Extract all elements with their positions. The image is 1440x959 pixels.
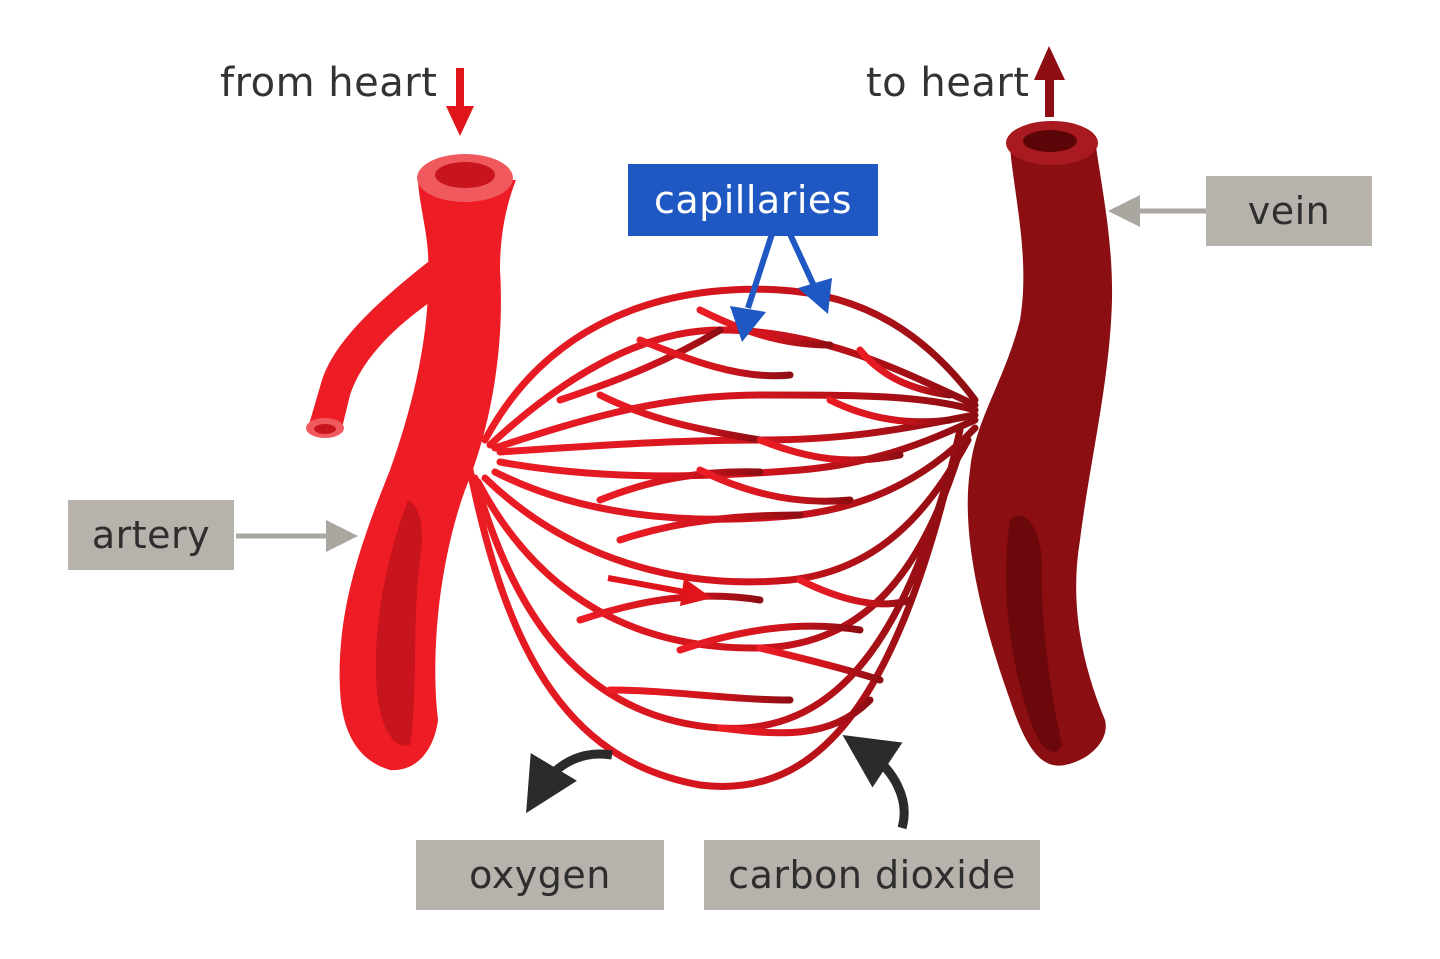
capillary-link (606, 686, 794, 704)
capillary-link (636, 336, 794, 380)
capillary-link (576, 592, 764, 624)
capillary (496, 416, 979, 480)
vein-vessel (967, 121, 1113, 766)
capillary-link (826, 396, 954, 426)
artery-branch-lumen (314, 424, 336, 434)
oxygen-release-arrow-icon (526, 749, 613, 814)
capillary-link (616, 511, 804, 544)
capillary-link (756, 644, 884, 684)
artery-branch (308, 262, 445, 428)
artery-lumen (435, 162, 495, 188)
vein-lumen (1023, 130, 1077, 152)
capillary-outer-bottom (466, 426, 964, 790)
capillary-outer-top (481, 285, 979, 444)
capillary-link (796, 576, 914, 608)
capillaries-label: capillaries (628, 164, 878, 236)
from-heart-label: from heart (220, 60, 438, 106)
capillary-link (716, 696, 874, 737)
oxygen-label: oxygen (416, 840, 664, 910)
down-arrow-icon (446, 68, 474, 136)
capillary-network (466, 285, 979, 790)
capillary-link (856, 346, 954, 399)
capillary-link (696, 306, 834, 349)
capillaries-pointer-arrows (730, 232, 832, 342)
capillary-link (596, 468, 764, 504)
up-arrow-icon (1034, 46, 1065, 117)
capillary-link (756, 436, 904, 464)
right-arrow-icon (607, 575, 712, 606)
carbon-dioxide-label: carbon dioxide (704, 840, 1040, 910)
co2-uptake-arrow-icon (842, 735, 909, 830)
capillary (491, 391, 979, 452)
capillary-link (676, 622, 864, 654)
vein-body (967, 140, 1113, 766)
to-heart-label: to heart (866, 60, 1030, 106)
capillary-link (596, 391, 764, 444)
vein-shading (1006, 515, 1062, 752)
artery-vessel (306, 154, 516, 771)
vein-pointer-arrow (1108, 195, 1206, 227)
vein-label: vein (1206, 176, 1372, 246)
artery-shading (375, 500, 422, 746)
capillary-link (696, 466, 854, 505)
capillary-link (556, 326, 724, 404)
artery-label: artery (68, 500, 234, 570)
capillary (481, 436, 972, 586)
artery-pointer-arrow (236, 520, 358, 552)
